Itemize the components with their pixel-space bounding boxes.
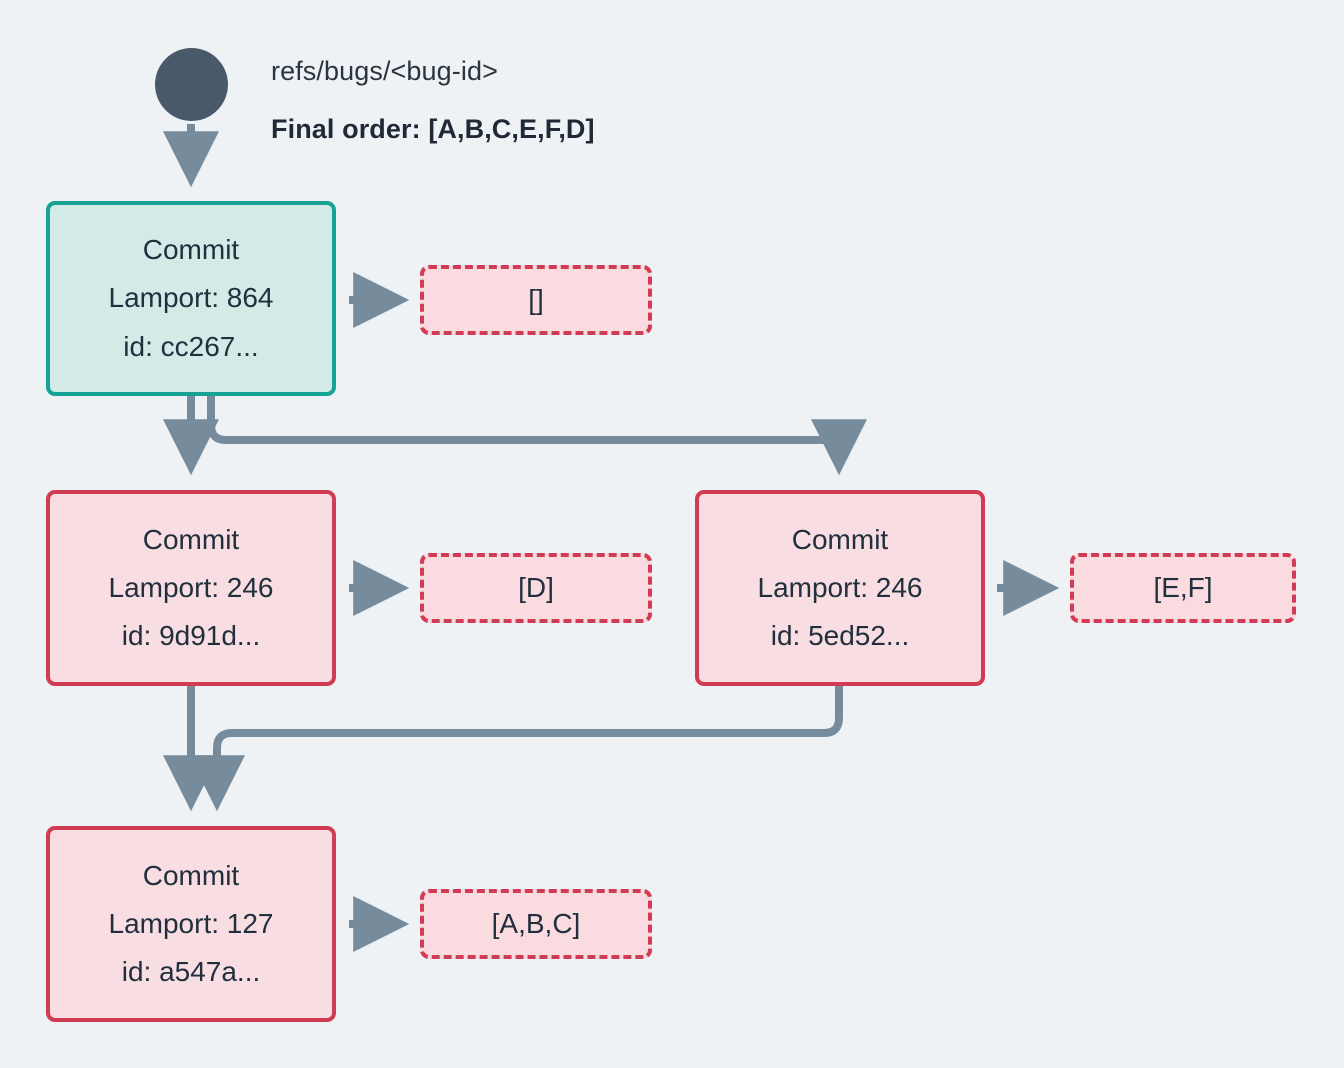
commit-node-lamport: Lamport: 864 bbox=[108, 282, 274, 314]
ops-box-value: [A,B,C] bbox=[491, 908, 581, 939]
root-ref-circle-icon bbox=[155, 48, 228, 121]
ref-path-label: refs/bugs/<bug-id> bbox=[271, 56, 498, 86]
ops-box-9d91d[interactable]: [D] bbox=[420, 553, 652, 623]
commit-node-a547a[interactable]: Commit Lamport: 127 id: a547a... bbox=[46, 826, 336, 1022]
commit-node-id: id: a547a... bbox=[121, 956, 261, 988]
ops-box-5ed52[interactable]: [E,F] bbox=[1070, 553, 1296, 623]
ops-box-value: [] bbox=[528, 284, 544, 315]
commit-node-title: Commit bbox=[142, 523, 240, 555]
commit-node-id: id: 5ed52... bbox=[770, 620, 910, 652]
commit-node-cc267[interactable]: Commit Lamport: 864 id: cc267... bbox=[46, 201, 336, 396]
commit-node-title: Commit bbox=[791, 523, 889, 555]
ops-box-value: [E,F] bbox=[1153, 572, 1213, 603]
final-order-label: Final order: [A,B,C,E,F,D] bbox=[271, 114, 595, 144]
edge-5ed52-to-a547a bbox=[189, 686, 843, 812]
edge-cc267-to-5ed52 bbox=[207, 396, 867, 476]
commit-node-title: Commit bbox=[142, 859, 240, 891]
ops-box-value: [D] bbox=[518, 572, 554, 603]
commit-node-lamport: Lamport: 127 bbox=[108, 907, 274, 939]
commit-node-id: id: cc267... bbox=[123, 330, 259, 362]
commit-node-title: Commit bbox=[142, 234, 240, 266]
commit-node-5ed52[interactable]: Commit Lamport: 246 id: 5ed52... bbox=[695, 490, 985, 686]
ops-box-cc267[interactable]: [] bbox=[420, 265, 652, 335]
commit-node-9d91d[interactable]: Commit Lamport: 246 id: 9d91d... bbox=[46, 490, 336, 686]
commit-node-lamport: Lamport: 246 bbox=[108, 571, 274, 603]
commit-node-lamport: Lamport: 246 bbox=[757, 571, 923, 603]
commit-node-id: id: 9d91d... bbox=[121, 620, 261, 652]
ops-box-a547a[interactable]: [A,B,C] bbox=[420, 889, 652, 959]
